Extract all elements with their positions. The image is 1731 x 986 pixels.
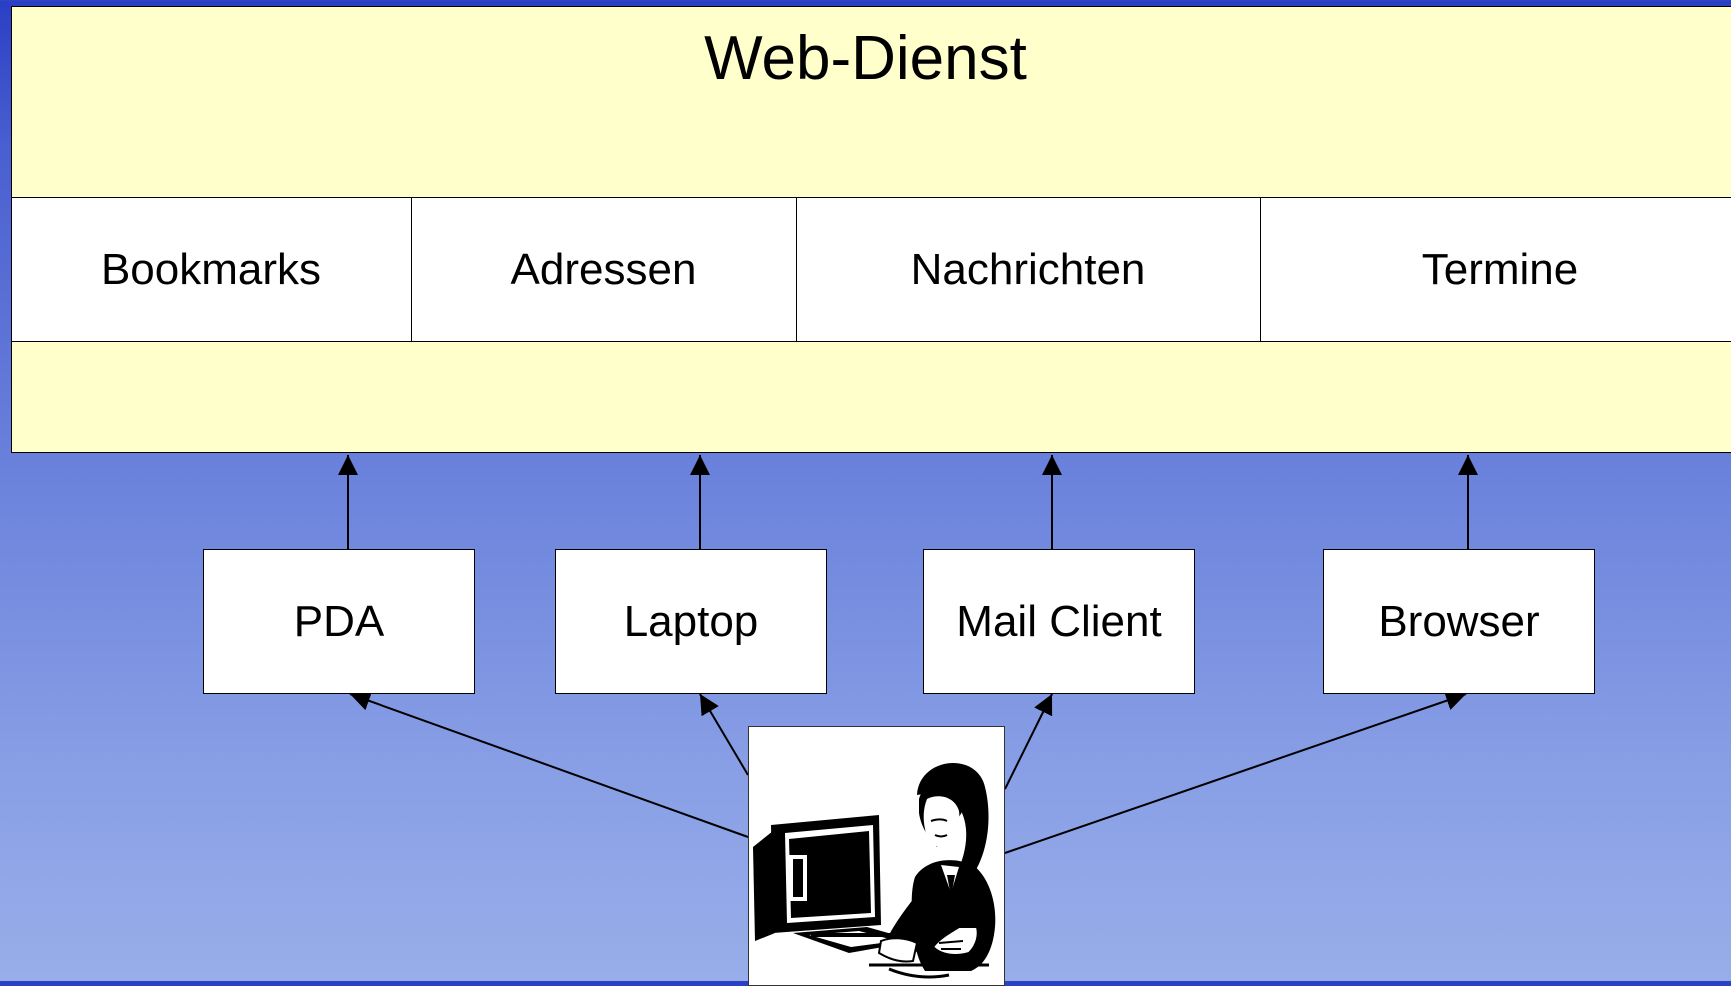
arrow-user-to-pda [349, 691, 749, 838]
module-adressen: Adressen [510, 244, 697, 294]
module-termine: Termine [1421, 244, 1579, 294]
user-at-computer-icon [748, 726, 1005, 986]
module-nachrichten: Nachrichten [910, 244, 1146, 294]
user-clipart-icon [753, 763, 996, 979]
monitor-icon [753, 815, 881, 941]
web-service-title: Web-Dienst [704, 24, 1027, 93]
module-divider [411, 197, 412, 342]
client-pda: PDA [203, 549, 475, 694]
module-strip [11, 197, 1731, 342]
arrow-user-to-laptop [699, 693, 749, 776]
module-divider [1260, 197, 1261, 342]
module-divider [796, 197, 797, 342]
client-laptop: Laptop [555, 549, 827, 694]
arrow-user-to-mailclient [1004, 693, 1053, 790]
arrow-user-to-browser [1004, 691, 1467, 854]
client-browser: Browser [1323, 549, 1595, 694]
person-icon [869, 763, 996, 979]
module-bookmarks: Bookmarks [100, 244, 322, 294]
client-mail-client: Mail Client [923, 549, 1195, 694]
